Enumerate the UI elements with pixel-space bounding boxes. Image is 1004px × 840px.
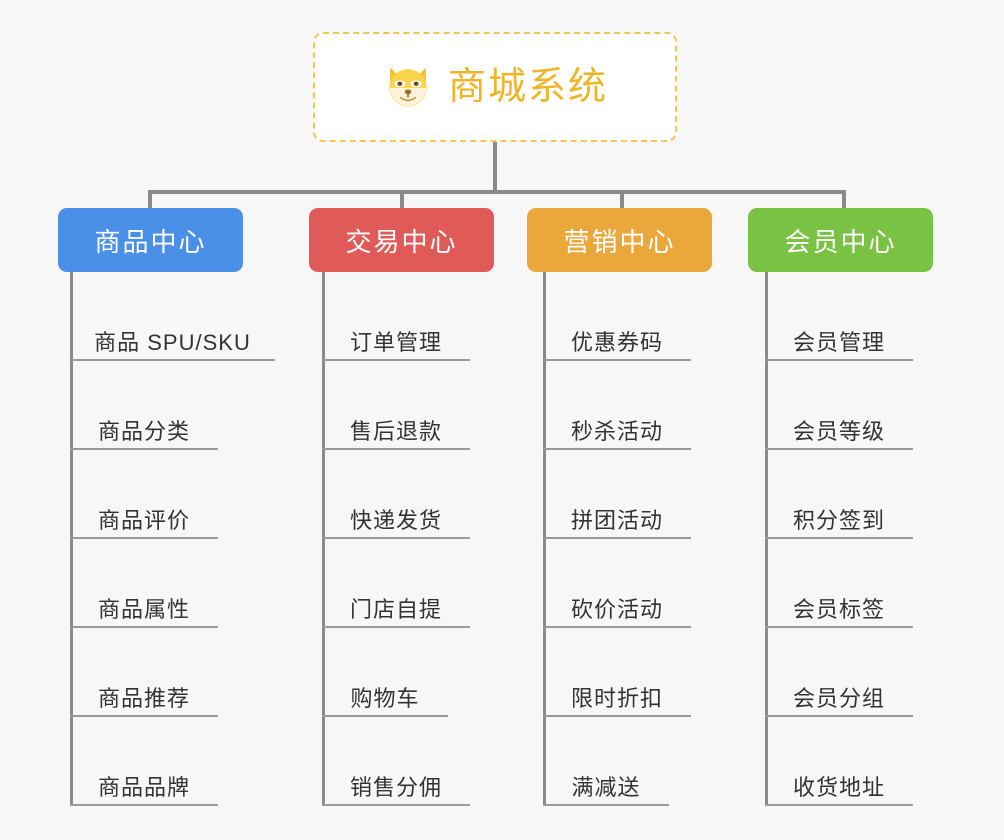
leaf-item-label: 收货地址 bbox=[792, 774, 885, 800]
leaf-item-label: 商品推荐 bbox=[97, 685, 190, 711]
leaf-list-2: 订单管理售后退款快递发货门店自提购物车销售分佣 bbox=[322, 272, 470, 806]
leaf-item-underline bbox=[70, 537, 218, 539]
leaf-item-label: 门店自提 bbox=[349, 596, 442, 622]
dog-face-icon bbox=[389, 67, 427, 107]
leaf-item-label: 会员标签 bbox=[792, 596, 885, 622]
leaf-item[interactable]: 商品 SPU/SKU bbox=[70, 272, 275, 361]
leaf-item-underline bbox=[322, 448, 470, 450]
leaf-item-underline bbox=[322, 804, 470, 806]
leaf-item[interactable]: 会员等级 bbox=[765, 361, 913, 450]
leaf-item-label: 限时折扣 bbox=[570, 685, 663, 711]
leaf-item-label: 商品品牌 bbox=[97, 774, 190, 800]
leaf-item[interactable]: 订单管理 bbox=[322, 272, 470, 361]
category-header-2[interactable]: 交易中心 bbox=[309, 208, 494, 272]
leaf-item-label: 满减送 bbox=[571, 774, 641, 800]
leaf-item-label: 优惠券码 bbox=[570, 329, 663, 355]
leaf-item-underline bbox=[70, 448, 218, 450]
connector-horizontal-bar bbox=[148, 190, 844, 194]
leaf-item[interactable]: 购物车 bbox=[322, 628, 448, 717]
leaf-item[interactable]: 限时折扣 bbox=[543, 628, 691, 717]
category-header-3[interactable]: 营销中心 bbox=[527, 208, 712, 272]
leaf-item[interactable]: 砍价活动 bbox=[543, 539, 691, 628]
category-header-4[interactable]: 会员中心 bbox=[748, 208, 933, 272]
leaf-item[interactable]: 优惠券码 bbox=[543, 272, 691, 361]
leaf-item-underline bbox=[765, 804, 913, 806]
leaf-item[interactable]: 商品评价 bbox=[70, 450, 218, 539]
leaf-item[interactable]: 秒杀活动 bbox=[543, 361, 691, 450]
leaf-item-underline bbox=[765, 626, 913, 628]
leaf-item-label: 秒杀活动 bbox=[570, 418, 663, 444]
leaf-item[interactable]: 会员分组 bbox=[765, 628, 913, 717]
leaf-item[interactable]: 满减送 bbox=[543, 717, 669, 806]
leaf-item-label: 商品评价 bbox=[97, 507, 190, 533]
leaf-item-label: 拼团活动 bbox=[570, 507, 663, 533]
leaf-item-underline bbox=[543, 448, 691, 450]
leaf-item-label: 商品属性 bbox=[97, 596, 190, 622]
leaf-item[interactable]: 收货地址 bbox=[765, 717, 913, 806]
root-title: 商城系统 bbox=[447, 66, 608, 108]
leaf-item-underline bbox=[765, 448, 913, 450]
leaf-item-underline bbox=[322, 537, 470, 539]
leaf-item-underline bbox=[322, 359, 470, 361]
leaf-item-label: 订单管理 bbox=[349, 329, 442, 355]
leaf-item-label: 砍价活动 bbox=[570, 596, 663, 622]
leaf-item[interactable]: 商品属性 bbox=[70, 539, 218, 628]
leaf-item-underline bbox=[70, 715, 218, 717]
leaf-item[interactable]: 积分签到 bbox=[765, 450, 913, 539]
connector-root-stem bbox=[493, 142, 497, 192]
leaf-item-label: 快递发货 bbox=[349, 507, 442, 533]
leaf-item-label: 会员管理 bbox=[792, 329, 885, 355]
leaf-item[interactable]: 商品推荐 bbox=[70, 628, 218, 717]
root-node[interactable]: 商城系统 bbox=[313, 32, 677, 142]
category-trunk-2 bbox=[322, 272, 325, 806]
leaf-item-underline bbox=[322, 626, 470, 628]
leaf-item[interactable]: 拼团活动 bbox=[543, 450, 691, 539]
leaf-item-underline bbox=[543, 359, 691, 361]
leaf-item-underline bbox=[765, 537, 913, 539]
leaf-list-3: 优惠券码秒杀活动拼团活动砍价活动限时折扣满减送 bbox=[543, 272, 691, 806]
leaf-item-underline bbox=[765, 715, 913, 717]
leaf-item-underline bbox=[543, 804, 669, 806]
leaf-item[interactable]: 会员管理 bbox=[765, 272, 913, 361]
connector-drop-3 bbox=[620, 190, 624, 210]
leaf-item-label: 会员等级 bbox=[792, 418, 885, 444]
leaf-item-underline bbox=[70, 626, 218, 628]
category-trunk-3 bbox=[543, 272, 546, 806]
connector-drop-4 bbox=[842, 190, 846, 210]
leaf-item-underline bbox=[543, 715, 691, 717]
leaf-item-underline bbox=[543, 537, 691, 539]
leaf-item[interactable]: 售后退款 bbox=[322, 361, 470, 450]
leaf-item-label: 商品分类 bbox=[97, 418, 190, 444]
leaf-item-underline bbox=[70, 804, 218, 806]
leaf-item-label: 商品 SPU/SKU bbox=[94, 329, 251, 355]
leaf-list-4: 会员管理会员等级积分签到会员标签会员分组收货地址 bbox=[765, 272, 913, 806]
leaf-item-label: 积分签到 bbox=[792, 507, 885, 533]
leaf-item[interactable]: 商品品牌 bbox=[70, 717, 218, 806]
leaf-item[interactable]: 快递发货 bbox=[322, 450, 470, 539]
leaf-item-label: 会员分组 bbox=[792, 685, 885, 711]
connector-drop-1 bbox=[148, 190, 152, 210]
leaf-item-label: 售后退款 bbox=[349, 418, 442, 444]
leaf-item[interactable]: 门店自提 bbox=[322, 539, 470, 628]
leaf-item[interactable]: 商品分类 bbox=[70, 361, 218, 450]
leaf-item-label: 购物车 bbox=[350, 685, 420, 711]
leaf-item-label: 销售分佣 bbox=[349, 774, 442, 800]
category-trunk-4 bbox=[765, 272, 768, 806]
leaf-item-underline bbox=[70, 359, 275, 361]
leaf-item[interactable]: 会员标签 bbox=[765, 539, 913, 628]
leaf-list-1: 商品 SPU/SKU 商品分类商品评价商品属性商品推荐商品品牌 bbox=[70, 272, 275, 806]
category-trunk-1 bbox=[70, 272, 73, 806]
leaf-item-underline bbox=[322, 715, 448, 717]
leaf-item-underline bbox=[543, 626, 691, 628]
leaf-item-underline bbox=[765, 359, 913, 361]
connector-drop-2 bbox=[400, 190, 404, 210]
leaf-item[interactable]: 销售分佣 bbox=[322, 717, 470, 806]
category-header-1[interactable]: 商品中心 bbox=[58, 208, 243, 272]
